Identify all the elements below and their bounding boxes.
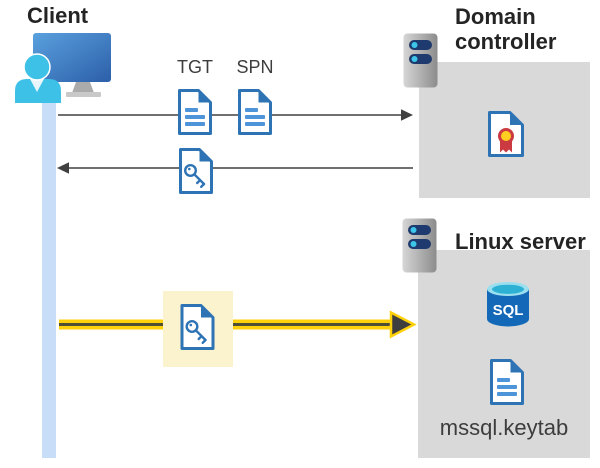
tgt-document-icon (176, 88, 214, 136)
domain-controller-server-icon (403, 33, 438, 88)
client-timeline-bar (42, 84, 56, 458)
client-workstation-icon (15, 33, 111, 103)
certificate-document-icon (486, 110, 526, 158)
arrow-ticket-response (57, 162, 413, 174)
spn-label: SPN (236, 57, 274, 77)
linux-server-icon (402, 218, 437, 273)
keytab-document-icon (487, 358, 527, 406)
spn-document-icon (236, 88, 274, 136)
sql-database-icon: SQL (487, 282, 529, 327)
client-label: Client (27, 3, 89, 28)
connection-key-document-icon (178, 303, 217, 351)
sql-database-label: SQL (493, 302, 524, 319)
domain-controller-label: Domain controller (455, 4, 557, 54)
tgt-label: TGT (177, 57, 213, 77)
ticket-key-document-icon (177, 147, 215, 195)
arrow-sql-connection (59, 310, 417, 339)
linux-server-label: Linux server (455, 229, 586, 254)
keytab-filename-label: mssql.keytab (439, 415, 569, 440)
